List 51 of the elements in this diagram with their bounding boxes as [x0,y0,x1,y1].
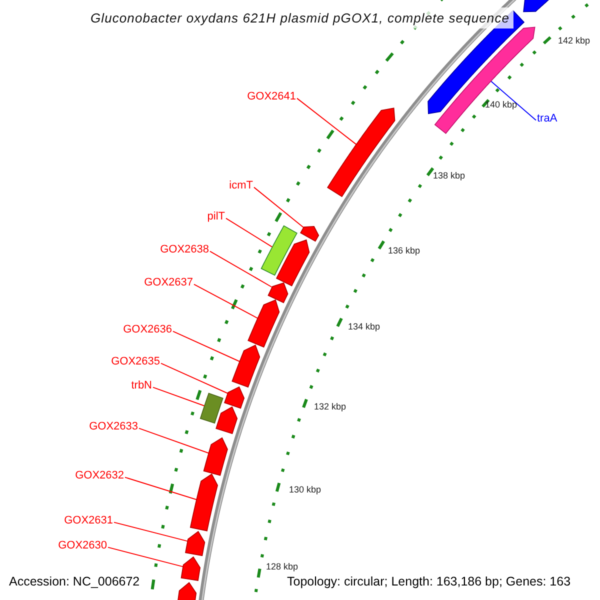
scale-label: 134 kbp [348,322,380,332]
gene-feature [434,26,536,134]
gene-label: GOX2633 [89,420,138,434]
gene-feature [276,239,310,286]
gene-feature [300,226,320,242]
gene-feature [248,299,280,348]
gene-feature [190,474,218,532]
gene-feature [180,556,201,582]
gene-label: GOX2635 [111,356,160,368]
gene-feature [224,386,245,409]
gene-feature [203,437,228,476]
gene-label: GOX2636 [123,324,172,336]
leader-line [114,522,188,542]
gene-label: icmT [229,180,253,192]
leader-line [226,218,273,248]
gene-feature [260,225,298,276]
gene-label: pilT [207,210,225,224]
gene-label: GOX2630 [58,540,107,552]
leader-line [152,386,205,406]
leader-line [108,546,184,568]
gene-label: GOX2637 [144,276,193,290]
leader-line [296,98,357,145]
leader-line [124,476,198,500]
gene-label: trbN [131,380,152,392]
leader-line [138,428,210,454]
gene-label: GOX2641 [247,90,296,104]
gene-feature [326,108,396,198]
gene-feature [232,344,260,388]
gene-label: GOX2632 [75,470,124,482]
scale-label: 132 kbp [314,402,346,412]
leader-line [160,362,228,394]
gene-label: traA [537,112,558,126]
gene-feature [216,406,238,434]
gene-feature [200,392,224,424]
summary-text: Topology: circular; Length: 163,186 bp; Genes: 163 [287,574,571,590]
scale-label: 128 kbp [266,562,298,572]
accession-text: Accession: NC_006672 [9,574,140,590]
leader-line [254,186,304,228]
scale-label: 142 kbp [558,36,590,46]
scale-label: 136 kbp [388,246,420,256]
leader-line [194,284,258,319]
gene-label: GOX2638 [160,244,209,256]
gene-feature [268,282,288,304]
scale-label: 140 kbp [485,100,518,110]
leader-line [490,80,536,121]
scale-label: 130 kbp [289,484,322,496]
leader-line [210,250,273,288]
scale-label: 138 kbp [433,170,466,182]
leader-line [172,330,240,362]
gene-feature [185,530,206,556]
gene-label: GOX2631 [64,514,113,528]
